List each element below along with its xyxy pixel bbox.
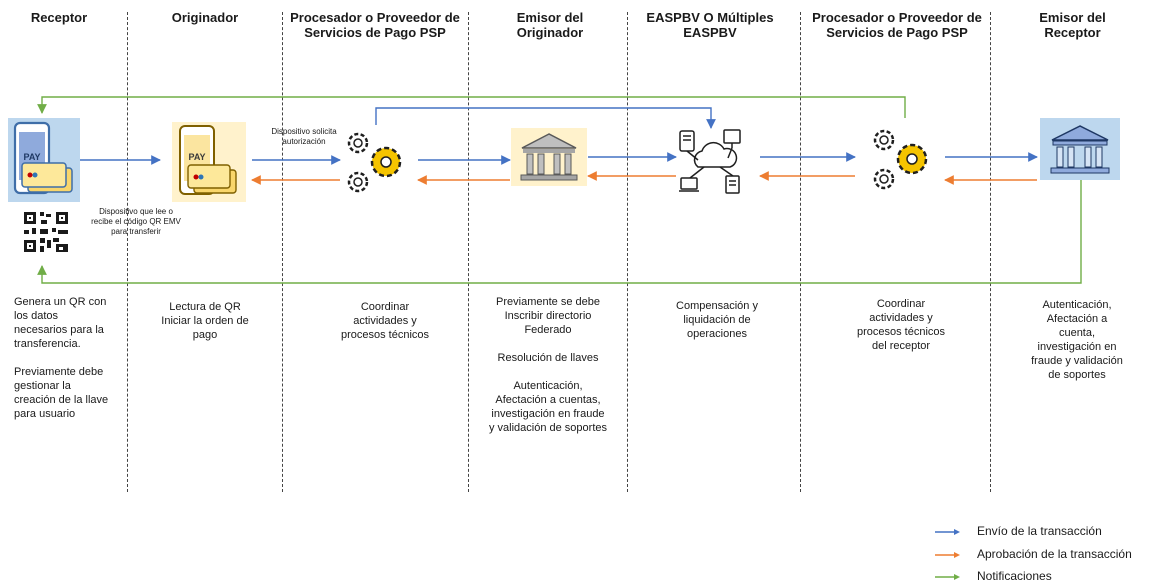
header-originador: Originador [171,10,239,25]
desc-line: Coordinar [876,298,926,310]
desc-procesador-originador: Coordinar actividades y procesos técnico… [320,300,450,342]
originador-pay-icon: PAY [172,122,246,202]
legend-label: Notificaciones [977,569,1052,583]
desc-emisor-receptor: Autenticación, Afectación a cuenta, inve… [1012,298,1142,382]
desc-line: Autenticación, [1042,299,1112,311]
legend-label: Aprobación de la transacción [977,547,1132,561]
desc-line: investigación en fraude [491,408,605,420]
desc-line: Federado [524,324,572,336]
desc-line: Genera un QR con [14,296,107,308]
desc-line: Previamente debe [14,366,104,378]
desc-line: investigación en [1037,341,1117,353]
desc-line: actividades y [869,312,933,324]
notification-arrow-top [37,96,906,118]
notification-arrow-bottom [37,180,1082,284]
legend-send-arrow-icon [935,528,960,535]
column-divider-1 [127,12,128,492]
desc-line: y validación de soportes [488,422,607,434]
legend-item-send: Envío de la transacción [935,524,1102,538]
desc-line: los datos [14,310,59,322]
desc-receptor: Genera un QR con los datos necesarios pa… [14,295,124,421]
desc-line: Compensación y [676,300,758,312]
column-divider-6 [990,12,991,492]
gears-icon-psp-receptor [873,129,928,190]
header-procesador-originador: Procesador o Proveedor de Servicios de P… [290,10,460,40]
desc-easpbv: Compensación y liquidación de operacione… [652,299,782,341]
desc-originador: Lectura de QR Iniciar la orden de pago [145,300,265,342]
note-device-reads-qr: Dispositivo que lee o recibe el código Q… [91,207,181,236]
desc-line: Previamente se debe [496,296,600,308]
bank-icon-emisor-originador [511,128,587,186]
desc-line: para usuario [14,408,76,420]
column-divider-5 [800,12,801,492]
desc-line: actividades y [353,315,417,327]
desc-procesador-receptor: Coordinar actividades y procesos técnico… [836,297,966,353]
desc-line: transferencia. [14,338,81,350]
desc-line: operaciones [687,328,747,340]
desc-line [473,337,623,351]
network-cloud-icon [679,129,741,194]
desc-line: necesarios para la [14,324,104,336]
pay-label-receptor: PAY [23,152,40,162]
desc-line: Afectación a [1046,313,1108,325]
desc-line: procesos técnicos [340,329,430,341]
legend-item-notify: Notificaciones [935,569,1052,583]
desc-line: liquidación de [683,314,751,326]
legend-item-approve: Aprobación de la transacción [935,547,1132,561]
header-procesador-receptor: Procesador o Proveedor de Servicios de P… [812,10,982,40]
desc-line [473,365,623,379]
desc-line: procesos técnicos [856,326,946,338]
desc-line: pago [192,329,218,341]
desc-emisor-originador: Previamente se debe Inscribir directorio… [473,295,623,435]
bank-icon-emisor-receptor [1040,118,1120,180]
desc-line: cuenta, [1058,327,1096,339]
desc-line: gestionar la [14,380,71,392]
desc-line: fraude y validación [1031,355,1123,367]
column-divider-2 [282,12,283,492]
desc-line: del receptor [871,340,931,352]
desc-line: de soportes [1048,369,1106,381]
desc-line: Autenticación, [513,380,583,392]
header-receptor: Receptor [30,10,88,25]
gears-icon-psp-originador [347,132,402,193]
desc-line: Iniciar la orden de [161,315,249,327]
desc-line: Inscribir directorio [504,310,592,322]
receptor-pay-icon: PAY [8,118,80,202]
send-arrow-bypass [375,107,716,129]
desc-line: Afectación a cuentas, [495,394,601,406]
header-emisor-receptor: Emisor del Receptor [1039,10,1106,40]
header-emisor-originador: Emisor del Originador [516,10,584,40]
desc-line: Coordinar [360,301,410,313]
desc-line: creación de la llave [14,394,109,406]
qr-code-icon [24,212,68,252]
note-device-requests-auth: Dispositivo solicita autorización [271,127,337,146]
legend-approve-arrow-icon [935,551,960,558]
desc-line: Resolución de llaves [497,352,599,364]
desc-line: Lectura de QR [169,301,241,313]
desc-line [14,351,124,365]
legend-notify-arrow-icon [935,573,960,580]
column-divider-3 [468,12,469,492]
pay-label-originador: PAY [188,152,205,162]
header-easpbv: EASPBV O Múltiples EASPBV [646,10,774,40]
column-divider-4 [627,12,628,492]
legend-label: Envío de la transacción [977,524,1102,538]
